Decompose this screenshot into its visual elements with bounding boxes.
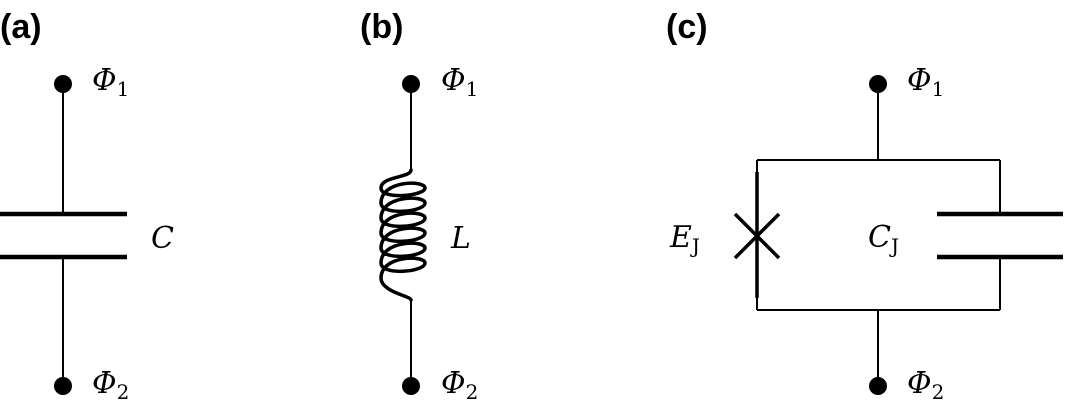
label-phi-2: Φ2 [92, 366, 129, 404]
panel-label-a: (a) [0, 8, 42, 46]
panel-a: (a) Φ1 Φ2 C [0, 8, 174, 404]
label-josephson-energy: EJ [669, 220, 700, 258]
label-capacitance: C [151, 221, 174, 256]
panel-label-c: (c) [666, 8, 708, 46]
label-phi-1: Φ1 [441, 63, 478, 101]
label-phi-2: Φ2 [907, 366, 944, 404]
label-phi-1: Φ1 [92, 63, 129, 101]
label-inductance: L [450, 221, 471, 256]
label-phi-1: Φ1 [907, 63, 944, 101]
panel-label-b: (b) [360, 8, 403, 46]
panel-b: (b) Φ1 Φ2 L [360, 8, 478, 404]
label-phi-2: Φ2 [441, 366, 478, 404]
inductor-coil [379, 168, 427, 302]
node-bottom-dot [54, 377, 72, 395]
label-junction-capacitance: CJ [868, 220, 899, 258]
node-bottom-dot [869, 377, 887, 395]
panel-c: (c) Φ1 Φ2 EJ CJ [666, 8, 1063, 404]
node-bottom-dot [402, 377, 420, 395]
junction-cross-b [733, 212, 781, 260]
